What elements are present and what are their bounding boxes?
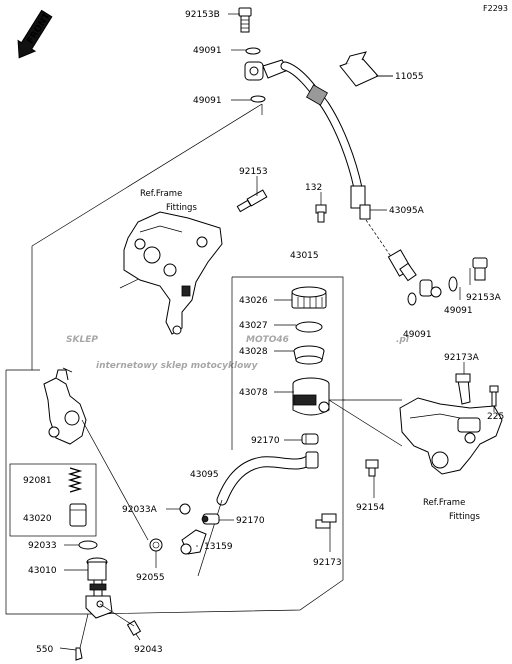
circlip-92033A xyxy=(179,503,191,515)
banjo-bolt-top xyxy=(238,7,252,33)
label-43095: 43095 xyxy=(190,470,219,480)
label-43015: 43015 xyxy=(290,251,319,261)
washer-49091-mid xyxy=(250,95,266,103)
leader-reservoir-right xyxy=(328,399,403,447)
plate-43027 xyxy=(295,321,323,333)
bolt-92154 xyxy=(365,459,379,477)
hose-clamp-11055 xyxy=(339,51,393,87)
label-43028: 43028 xyxy=(239,347,268,357)
banjo-bolt-92153A xyxy=(472,257,488,281)
label-92154: 92154 xyxy=(356,503,385,513)
frame-fitting-right xyxy=(399,397,503,475)
label-49091-right-b: 49091 xyxy=(403,330,432,340)
ref-frame-top-line2: Fittings xyxy=(166,203,197,213)
bolt-92153 xyxy=(236,189,268,213)
elbow-fitting-13159 xyxy=(180,529,207,555)
bracket-92173A xyxy=(455,373,471,405)
master-cylinder-body xyxy=(43,369,87,445)
label-43026: 43026 xyxy=(239,296,268,306)
label-92033: 92033 xyxy=(28,541,57,551)
bolt-132 xyxy=(315,204,327,223)
assembly-frame-lines xyxy=(5,103,344,615)
watermark: SKLEP MOTO46 .pl internetowy sklep motoc… xyxy=(66,335,410,371)
label-92173A: 92173A xyxy=(444,353,480,363)
label-225: 225 xyxy=(487,412,504,422)
diaphragm-43028 xyxy=(293,345,325,365)
label-92081: 92081 xyxy=(23,476,52,486)
label-49091-mid: 49091 xyxy=(193,96,222,106)
label-92170-lower: 92170 xyxy=(236,516,265,526)
brake-hose-upper xyxy=(280,61,442,298)
label-49091-top: 49091 xyxy=(193,46,222,56)
piston-43020 xyxy=(69,503,87,527)
label-92055: 92055 xyxy=(136,573,165,583)
reservoir-cap-43026 xyxy=(291,286,327,309)
label-43095A: 43095A xyxy=(389,206,425,216)
circlip-92033 xyxy=(78,540,98,550)
diagram-code: F2293 xyxy=(483,4,508,13)
reservoir-tank-43078 xyxy=(292,377,345,416)
label-leaders xyxy=(59,13,495,651)
watermark-brand-right: .pl xyxy=(396,335,410,345)
ref-frame-bottom-line1: Ref.Frame xyxy=(423,498,465,508)
banjo-fitting-top xyxy=(244,59,289,81)
bolt-225 xyxy=(489,385,499,407)
label-92153: 92153 xyxy=(239,167,268,177)
pin-92043 xyxy=(126,620,142,636)
front-arrow-icon: FRONT xyxy=(17,9,53,59)
label-92173: 92173 xyxy=(313,558,342,568)
label-92043: 92043 xyxy=(134,645,163,655)
washer-49091-right-a xyxy=(448,276,458,292)
label-43027: 43027 xyxy=(239,321,268,331)
ref-frame-bottom-line2: Fittings xyxy=(449,512,480,522)
watermark-brand-left: SKLEP xyxy=(66,335,98,345)
cotter-pin-550 xyxy=(75,647,83,661)
ref-frame-top-line1: Ref.Frame xyxy=(140,189,182,199)
washer-49091-top xyxy=(245,47,261,55)
part-labels: 92153B 49091 49091 11055 92153 132 43095… xyxy=(23,10,504,655)
leader-cylinder-oring xyxy=(81,419,149,541)
label-92170-upper: 92170 xyxy=(251,436,280,446)
washer-49091-right-b xyxy=(407,292,417,306)
label-550: 550 xyxy=(36,645,53,655)
label-92153B: 92153B xyxy=(185,10,220,20)
label-13159: 13159 xyxy=(204,542,233,552)
label-49091-right-a: 49091 xyxy=(444,306,473,316)
footrest-bracket xyxy=(123,211,223,335)
label-43010: 43010 xyxy=(28,566,57,576)
label-43078: 43078 xyxy=(239,388,268,398)
watermark-tagline: internetowy sklep motocyklowy xyxy=(96,361,259,371)
reservoir-hose-43095 xyxy=(216,451,319,506)
label-92033A: 92033A xyxy=(122,505,158,515)
clamp-92173 xyxy=(315,513,337,529)
watermark-brand-red: MOTO46 xyxy=(246,335,289,345)
label-132: 132 xyxy=(305,183,322,193)
label-43020: 43020 xyxy=(23,514,52,524)
leader-hose-down xyxy=(197,499,223,577)
clip-92170-lower xyxy=(201,513,220,525)
label-92153A: 92153A xyxy=(466,293,502,303)
spring-92081 xyxy=(67,467,83,493)
label-11055: 11055 xyxy=(395,72,424,82)
clip-92170-upper xyxy=(301,433,319,445)
